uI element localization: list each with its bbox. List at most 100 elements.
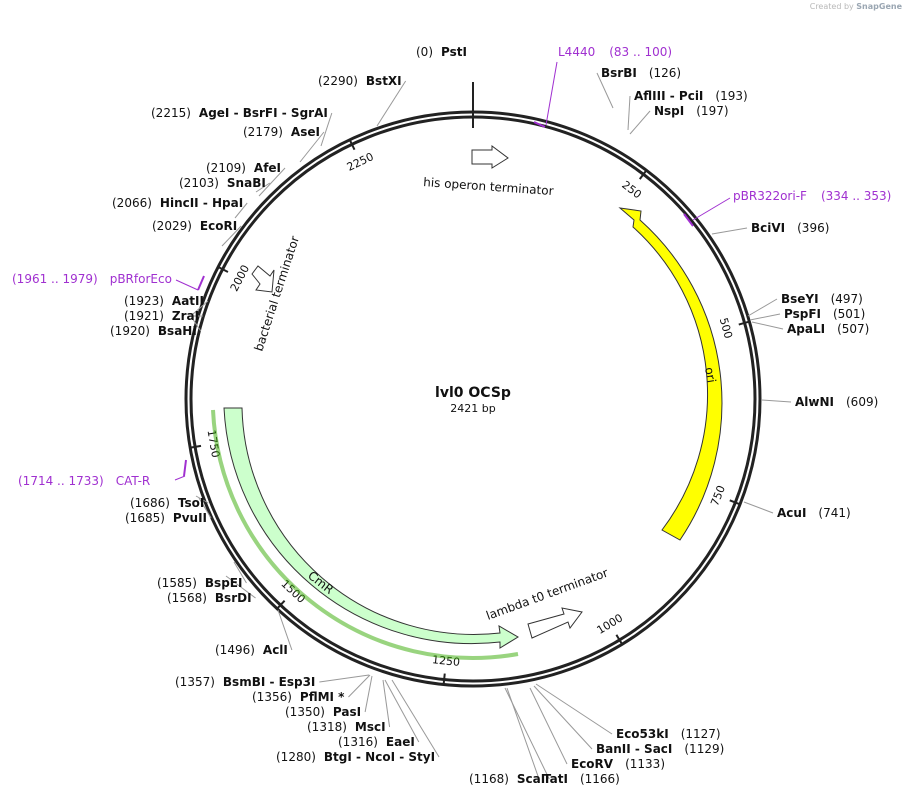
bacterial-terminator-icon[interactable] [251, 265, 275, 293]
site-name: BsrBI [601, 66, 637, 80]
site-label[interactable]: AflIII - PciI(193) [634, 89, 748, 103]
site-label[interactable]: (2109)AfeI [206, 161, 281, 175]
site-name: AgeI - BsrFI - SgrAI [199, 106, 328, 120]
site-label[interactable]: (2179)AseI [243, 125, 320, 139]
site-leader [234, 202, 248, 219]
site-name: PflMI * [300, 690, 345, 704]
site-label[interactable]: NspI(197) [654, 104, 729, 118]
site-name: EcoRI [200, 219, 237, 233]
site-position: (507) [837, 322, 869, 336]
lambda-terminator-icon[interactable] [527, 607, 583, 639]
primer-leader [175, 279, 199, 291]
site-position: (2109) [206, 161, 246, 175]
site-label[interactable]: (2066)HincII - HpaI [112, 196, 243, 210]
site-position: (1923) [124, 294, 164, 308]
site-label[interactable]: (1921)ZraI [124, 309, 199, 323]
site-leader [221, 225, 242, 247]
site-position: (1127) [681, 727, 721, 741]
site-leader [596, 72, 614, 109]
primer-name: L4440 [558, 45, 595, 59]
site-label[interactable]: (1923)AatII [124, 294, 204, 308]
primer[interactable]: L4440 (83 .. 100) [533, 45, 672, 128]
site-leader [198, 497, 212, 519]
site-label[interactable]: (1350)PasI [285, 705, 361, 719]
site-label[interactable]: BsrBI(126) [601, 66, 681, 80]
tick-mark [638, 168, 648, 180]
site-label[interactable]: (0)PstI [416, 45, 467, 59]
site-label[interactable]: (1316) EaeI [338, 735, 415, 749]
site-name: AcuI [777, 506, 806, 520]
site-name: Eco53kI [616, 727, 669, 741]
site-leader [535, 683, 613, 735]
site-name: EaeI [386, 735, 415, 749]
site-label[interactable]: (1168)ScaI [469, 772, 545, 786]
site-position: (2066) [112, 196, 152, 210]
site-label[interactable]: BciVI(396) [751, 221, 829, 235]
site-name: BsmBI - Esp3I [223, 675, 315, 689]
tick-label: 2250 [345, 150, 376, 174]
cmr-arrow[interactable] [223, 407, 519, 649]
site-label[interactable]: EcoRV(1133) [571, 757, 665, 771]
primer-range: (1714 .. 1733) [18, 474, 104, 488]
site-leader [391, 679, 440, 758]
site-label[interactable]: (2103)SnaBI [179, 176, 266, 190]
primer-leader [692, 197, 731, 221]
primer-range: (83 .. 100) [609, 45, 672, 59]
site-leader [364, 675, 373, 713]
site-leader [629, 110, 651, 135]
site-leader [533, 685, 593, 750]
site-label[interactable]: (1356)PflMI * [252, 690, 345, 704]
primer[interactable]: (1714 .. 1733) CAT-R [18, 459, 187, 488]
primer-mark [183, 459, 187, 477]
tick-mark [189, 444, 202, 449]
site-position: (1129) [684, 742, 724, 756]
site-label[interactable]: (2215)AgeI - BsrFI - SgrAI [151, 106, 328, 120]
primer[interactable]: (1961 .. 1979)pBRforEco [12, 272, 205, 291]
site-label[interactable]: TatI(1166) [543, 772, 620, 786]
site-labels: (0)PstI BsrBI(126) AflIII - PciI(193)NspI(… [110, 45, 878, 786]
site-label[interactable]: (1357)BsmBI - Esp3I [175, 675, 315, 689]
site-label[interactable]: (1585)BspEI [157, 576, 242, 590]
primer-marks: L4440 (83 .. 100) pBR322ori-F(334 .. 353) (… [12, 45, 891, 488]
site-position: (501) [833, 307, 865, 321]
site-position: (1316) [338, 735, 378, 749]
primer[interactable]: pBR322ori-F(334 .. 353) [683, 189, 891, 227]
site-label[interactable]: ApaLI(507) [787, 322, 869, 336]
ori-arrow[interactable] [618, 207, 723, 541]
his-terminator-icon[interactable] [471, 145, 509, 169]
primer-mark [533, 121, 546, 128]
site-label[interactable]: (1280)BtgI - NcoI - StyI [276, 750, 435, 764]
site-label[interactable]: (1496)AclI [215, 643, 288, 657]
primer-name: CAT-R [116, 474, 151, 488]
site-position: (497) [831, 292, 863, 306]
site-label[interactable]: (1568)BsrDI [167, 591, 252, 605]
site-position: (1921) [124, 309, 164, 323]
primer-leader [174, 475, 186, 481]
primer-mark [197, 275, 205, 291]
site-label[interactable]: (1318)MscI [307, 720, 386, 734]
site-name: AseI [291, 125, 320, 139]
site-position: (609) [846, 395, 878, 409]
site-label[interactable]: (1685)PvuII [125, 511, 207, 525]
site-label[interactable]: (2029)EcoRI [152, 219, 237, 233]
site-name: SnaBI [227, 176, 266, 190]
site-label[interactable]: AlwNI(609) [795, 395, 878, 409]
site-leader [319, 674, 370, 683]
site-leader [529, 687, 568, 765]
tick-mark [738, 320, 751, 326]
site-label[interactable]: (2290)BstXI [318, 74, 402, 88]
site-leader [258, 167, 286, 197]
credit-brand: SnapGene [856, 2, 902, 11]
site-name: AflIII - PciI [634, 89, 703, 103]
primer-name: pBR322ori-F [733, 189, 807, 203]
site-label[interactable]: PspFI(501) [784, 307, 865, 321]
site-label[interactable]: BanII - SacI(1129) [596, 742, 724, 756]
site-label[interactable]: (1920)BsaHI [110, 324, 197, 338]
site-label[interactable]: (1686)TsoI [130, 496, 204, 510]
site-label[interactable]: BseYI(497) [781, 292, 863, 306]
site-label[interactable]: Eco53kI (1127) [616, 727, 721, 741]
site-leader [191, 317, 202, 332]
site-label[interactable]: AcuI(741) [777, 506, 851, 520]
primer-range: (1961 .. 1979) [12, 272, 98, 286]
site-leader [195, 495, 209, 504]
